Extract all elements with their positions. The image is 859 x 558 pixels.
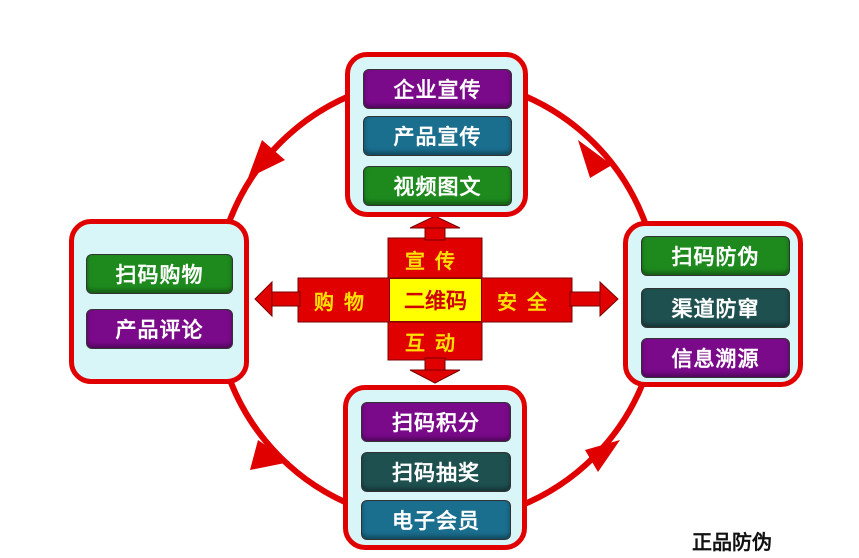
- item-product-review[interactable]: 产品评论: [86, 309, 233, 349]
- item-company-promo[interactable]: 企业宣传: [363, 69, 512, 109]
- cycle-arrow-bottom-right: [585, 440, 620, 472]
- box-interaction: 扫码积分 扫码抽奖 电子会员: [343, 385, 527, 550]
- cycle-arrow-top-left: [248, 140, 285, 178]
- cycle-arrow-bottom-left: [250, 440, 290, 470]
- box-shopping: 扫码购物 产品评论: [69, 219, 249, 384]
- direction-down-label: 互动: [405, 330, 465, 355]
- item-product-promo[interactable]: 产品宣传: [363, 116, 512, 156]
- center-qr-label: 二维码: [389, 278, 482, 322]
- box-security: 扫码防伪 渠道防窜 信息溯源: [623, 221, 803, 387]
- cycle-arrow-top-right: [578, 140, 612, 178]
- footer-caption: 正品防伪: [692, 530, 772, 554]
- item-e-membership[interactable]: 电子会员: [361, 500, 511, 540]
- item-channel-control[interactable]: 渠道防窜: [641, 288, 790, 328]
- item-scan-anticounterfeit[interactable]: 扫码防伪: [641, 236, 790, 276]
- direction-right-label: 安全: [497, 289, 557, 314]
- box-promotion: 企业宣传 产品宣传 视频图文: [345, 52, 528, 217]
- item-scan-lottery[interactable]: 扫码抽奖: [361, 452, 511, 492]
- item-scan-shopping[interactable]: 扫码购物: [86, 254, 233, 294]
- direction-up-label: 宣传: [405, 248, 465, 273]
- item-traceability[interactable]: 信息溯源: [641, 338, 790, 378]
- direction-left-label: 购物: [314, 289, 374, 314]
- item-scan-points[interactable]: 扫码积分: [361, 402, 511, 442]
- item-video-graphics[interactable]: 视频图文: [363, 166, 512, 206]
